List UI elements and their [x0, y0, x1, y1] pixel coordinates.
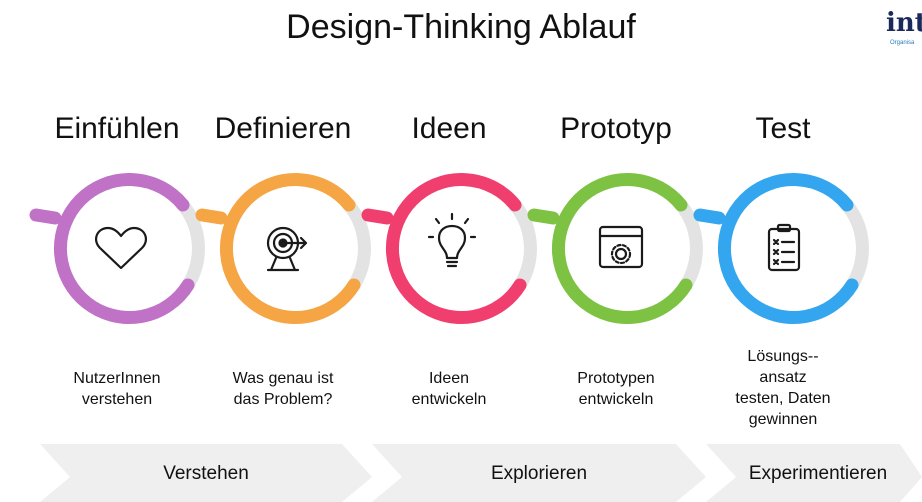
- logo-subtitle: Organisa: [890, 40, 915, 46]
- desc-line: testen, Daten: [735, 390, 831, 407]
- step-title-test: Test: [755, 112, 811, 145]
- step-desc-test: Lösungs-- ansatz testen, Daten gewinnen: [698, 346, 868, 430]
- step-desc-definieren: Was genau ist das Problem?: [198, 368, 368, 410]
- desc-line: Was genau ist: [232, 370, 334, 387]
- step-title-ideen: Ideen: [411, 112, 487, 145]
- step-title-definieren: Definieren: [214, 112, 352, 145]
- phase-chevron-explorieren: [372, 444, 706, 502]
- desc-line: entwickeln: [411, 391, 487, 408]
- desc-line: verstehen: [81, 391, 153, 408]
- desc-line: ansatz: [759, 369, 807, 386]
- lightbulb-icon: [427, 212, 477, 268]
- desc-line: NutzerInnen: [73, 370, 161, 387]
- desc-line: Prototypen: [577, 370, 655, 387]
- ring-test: [693, 173, 859, 324]
- step-desc-einfuehlen: NutzerInnen verstehen: [32, 368, 202, 410]
- phase-label-experimentieren: Experimentieren: [748, 463, 888, 484]
- phase-chevron-experimentieren: [706, 444, 922, 502]
- logo-text: int: [886, 8, 922, 38]
- clipboard-icon: [767, 223, 801, 272]
- ring-ideen: [361, 173, 527, 324]
- desc-line: gewinnen: [748, 411, 818, 428]
- desc-line: Ideen: [428, 370, 470, 387]
- phase-chevron-verstehen: [40, 444, 372, 502]
- browser-gear-icon: [598, 225, 644, 269]
- phase-label-verstehen: Verstehen: [163, 463, 249, 484]
- step-desc-prototyp: Prototypen entwickeln: [531, 368, 701, 410]
- diagram-title: Design-Thinking Ablauf: [286, 8, 636, 46]
- desc-line: das Problem?: [233, 391, 333, 408]
- desc-line: entwickeln: [578, 391, 654, 408]
- step-desc-ideen: Ideen entwickeln: [364, 368, 534, 410]
- step-title-einfuehlen: Einfühlen: [54, 112, 180, 145]
- phase-label-explorieren: Explorieren: [490, 463, 588, 484]
- ring-prototyp: [527, 173, 693, 324]
- desc-line: Lösungs--: [747, 348, 819, 365]
- company-logo: int Organisa: [886, 8, 922, 50]
- step-title-prototyp: Prototyp: [560, 112, 672, 145]
- heart-icon: [95, 226, 147, 270]
- target-icon: [266, 226, 308, 272]
- ring-einfuehlen: [29, 173, 195, 324]
- ring-definieren: [195, 173, 361, 324]
